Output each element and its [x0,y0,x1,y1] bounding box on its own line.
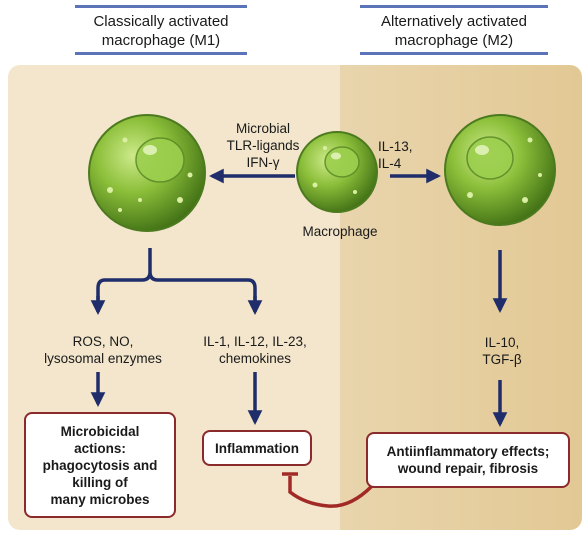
m2-header-bar-bottom [360,52,548,55]
m2-header: Alternatively activated macrophage (M2) [381,13,527,49]
m2-stimulus-label: IL-13, IL-4 [378,139,413,171]
antiinflammatory-text: Antiinflammatory effects; wound repair, … [386,444,550,476]
microbicidal-box: Microbicidal actions: phagocytosis and k… [24,412,176,518]
m2-header-bar-top [360,5,548,8]
m1-macrophage-cell [88,114,206,232]
microbicidal-text: Microbicidal actions: phagocytosis and k… [42,423,158,507]
inhibition-arc [288,476,374,508]
inflammation-box: Inflammation [202,430,312,466]
macrophage-label: Macrophage [302,224,378,239]
m1-branch-connector [96,248,257,300]
m2-macrophage-cell [444,114,556,226]
il10-label: IL-10, TGF-β [482,335,522,367]
il-label: IL-1, IL-12, IL-23, chemokines [203,334,307,366]
m1-header: Classically activated macrophage (M1) [93,13,229,49]
ros-label: ROS, NO, lysosomal enzymes [44,334,162,366]
m1-header-bar-top [75,5,247,8]
inflammation-text: Inflammation [214,440,299,456]
center-macrophage-cell [296,131,378,213]
m1-header-bar-bottom [75,52,247,55]
m1-stimulus-label: Microbial TLR-ligands IFN-γ [226,121,300,170]
antiinflammatory-box: Antiinflammatory effects; wound repair, … [366,432,570,488]
